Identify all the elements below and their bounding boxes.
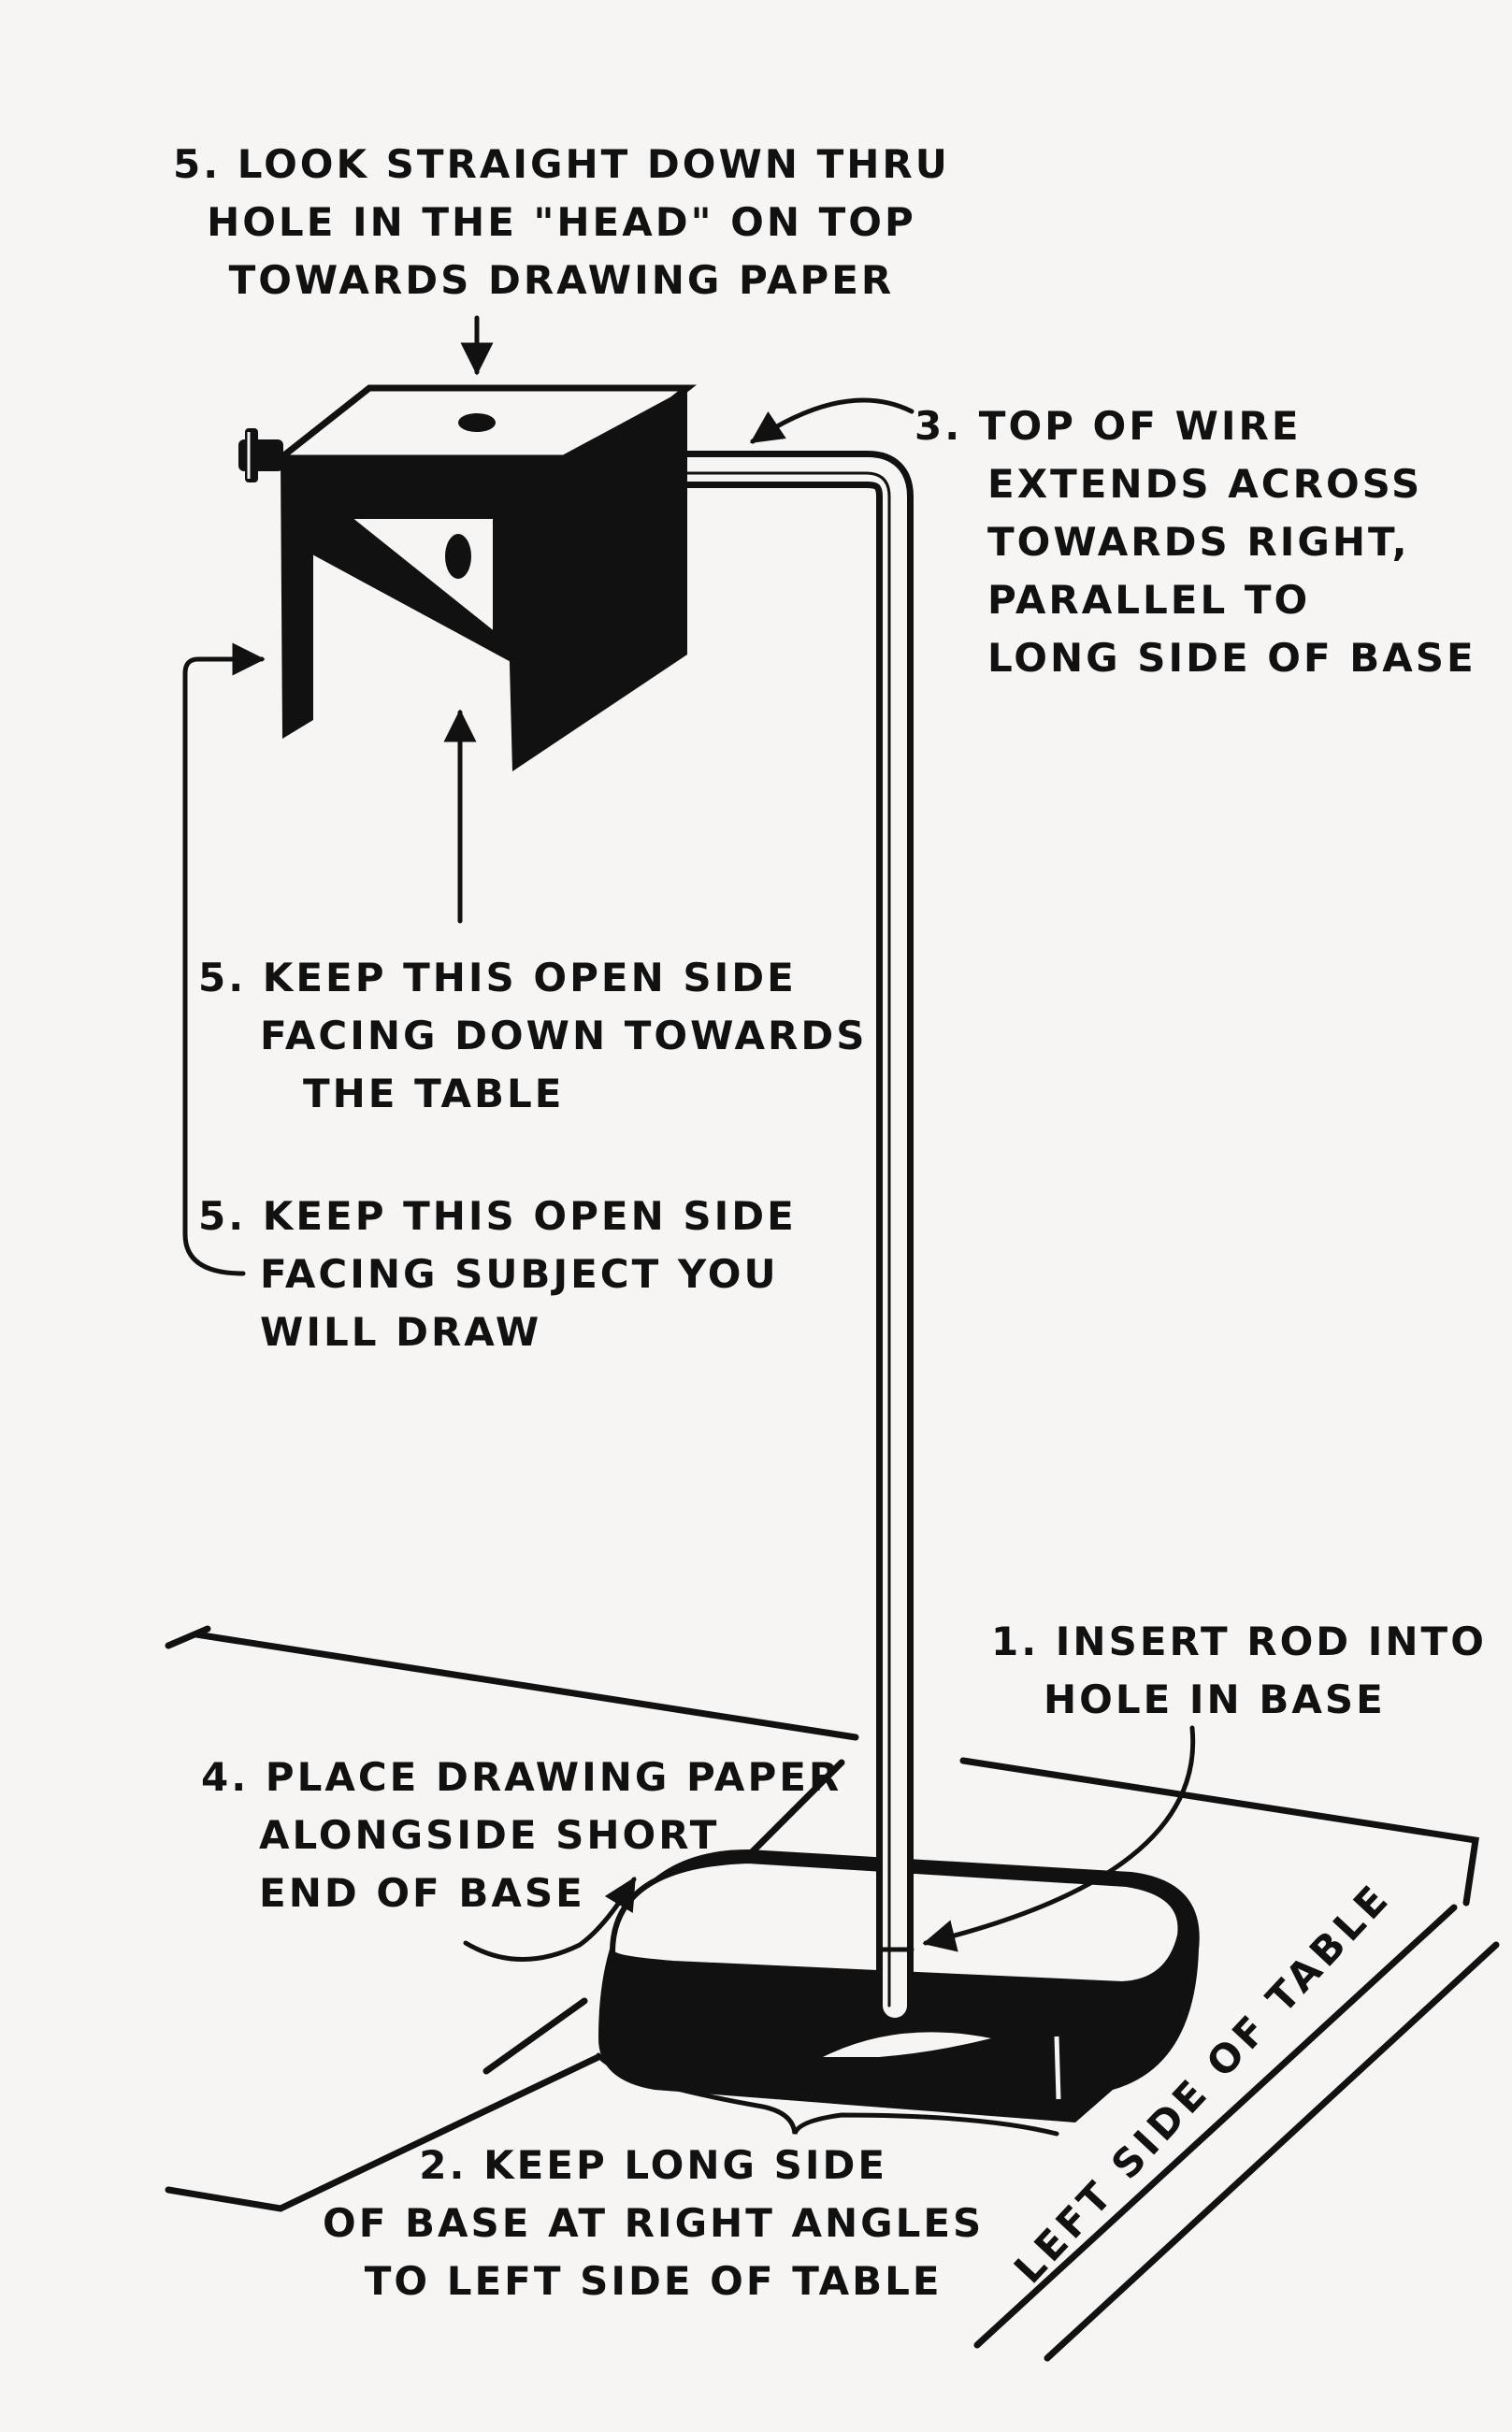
callout-drawing-paper-line-3: end of base [259,1870,585,1916]
callout-wire-top-line-2: extends across [987,461,1423,507]
callout-base-angle: 2. Keep long side of base at right angle… [323,2137,984,2310]
callout-insert-rod-line-1: 1. Insert rod into [991,1619,1487,1664]
callout-open-side-table-line-1: 5. Keep this open side [198,955,797,1000]
arrow-open-side-subject [182,642,266,1276]
table-left-side-edge [973,1904,1458,2349]
callout-look-down-line-2: hole in the "head" on top [207,199,916,245]
callout-insert-rod-line-2: hole in base [1044,1676,1386,1722]
table-left-side-inner-edge [1044,1941,1500,2362]
callout-open-side-table-line-3: the table [303,1071,565,1116]
arrow-insert-rod [922,1725,1196,1952]
arrows [182,315,1196,2137]
thumbscrew-icon [238,428,283,482]
callout-open-side-subject-line-2: facing subject you [260,1251,779,1297]
callout-drawing-paper-line-1: 4. Place drawing paper [201,1754,842,1800]
callout-base-angle-line-3: to left side of table [364,2258,943,2304]
callout-look-down-line-1: 5. Look straight down thru [173,141,950,187]
callout-drawing-paper-line-2: alongside short [259,1812,720,1858]
callout-base-angle-line-1: 2. Keep long side [419,2142,888,2188]
paper-upper-edge-lower [482,1997,588,2075]
table-far-edge [193,1631,859,1741]
callout-look-down-line-3: towards drawing paper [228,257,895,303]
sight-hole [458,413,496,432]
callout-base-angle-line-2: of base at right angles [323,2200,985,2246]
base-highlight [823,2032,991,2057]
paper-lower-edge [165,2053,602,2212]
callout-wire-top-line-1: 3. Top of wire [914,403,1302,449]
callout-open-side-subject-line-1: 5. Keep this open side [198,1193,797,1239]
wire-rod [554,451,914,2024]
callout-wire-top-line-4: parallel to [987,577,1311,623]
callout-wire-top: 3. Top of wire extends across towards ri… [914,397,1476,687]
callout-wire-top-line-3: towards right, [987,519,1410,565]
head-front-edge [281,458,313,739]
callout-drawing-paper: 4. Place drawing paper alongside short e… [201,1748,842,1922]
callout-open-side-table: 5. Keep this open side facing down towar… [198,949,868,1123]
table-corner-tick [165,1625,211,1649]
arrow-drawing-paper [463,1876,637,1962]
callout-look-down: 5. Look straight down thru hole in the "… [173,136,950,309]
arrow-wire-top [750,397,914,444]
callout-insert-rod: 1. Insert rod into hole in base [991,1613,1487,1729]
callout-open-side-subject: 5. Keep this open side facing subject yo… [198,1187,797,1361]
table-right-edge [959,1757,1479,1907]
callout-wire-top-line-5: long side of base [987,635,1476,681]
table-outline [165,1625,1500,2362]
sighting-head [238,384,698,771]
callout-open-side-table-line-2: facing down towards [260,1013,868,1058]
callout-open-side-subject-line-3: will draw [260,1309,542,1355]
brace-long-side [596,2052,1059,2137]
